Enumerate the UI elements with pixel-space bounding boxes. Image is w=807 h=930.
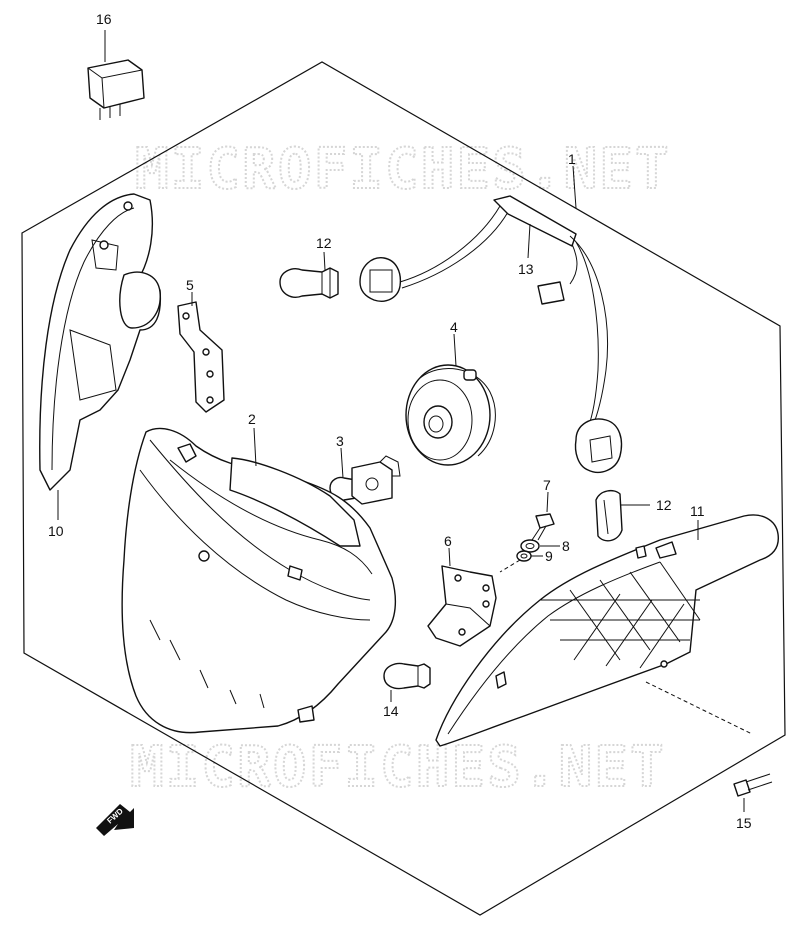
watermark-bottom: MICROFICHES.NET	[130, 735, 666, 800]
bulb-12-right-icon	[595, 489, 623, 542]
rear-housing-10-icon	[39, 193, 162, 491]
washer-9-icon	[516, 550, 532, 562]
callout-15: 15	[736, 815, 752, 831]
callout-8: 8	[562, 538, 570, 554]
callout-1: 1	[568, 151, 576, 167]
relay-16-icon	[87, 59, 145, 120]
washer-8-icon	[520, 539, 540, 553]
headlight-housing-2-icon	[121, 427, 397, 734]
fwd-arrow-icon: FWD	[96, 804, 134, 836]
callout-9: 9	[545, 548, 553, 564]
screw-7-icon	[531, 513, 555, 541]
leader-lines	[57, 30, 753, 812]
bulb-3-icon	[329, 455, 401, 505]
assembly-frame	[21, 61, 786, 916]
callout-12-top: 12	[316, 235, 332, 251]
callout-12-right: 12	[656, 497, 672, 513]
screw-15-icon	[733, 773, 773, 797]
callout-13: 13	[518, 261, 534, 277]
callout-5: 5	[186, 277, 194, 293]
harness-1-icon	[359, 195, 623, 474]
callout-14: 14	[383, 703, 399, 719]
lens-11-icon	[435, 514, 779, 747]
callout-10: 10	[48, 523, 64, 539]
callouts: 16 1 2 3 4 5 6 7 8 9 10 11 12 12 13 14 1…	[48, 11, 752, 831]
callout-3: 3	[336, 433, 344, 449]
bracket-6-icon	[427, 565, 497, 647]
bulb-14-icon	[383, 662, 431, 690]
callout-2: 2	[248, 411, 256, 427]
bracket-5-icon	[177, 301, 225, 413]
bulb-cover-4-icon	[405, 364, 496, 466]
bulb-12-top-icon	[279, 267, 339, 299]
callout-16: 16	[96, 11, 112, 27]
callout-4: 4	[450, 319, 458, 335]
callout-6: 6	[444, 533, 452, 549]
callout-11: 11	[690, 503, 705, 519]
watermark-top: MICROFICHES.NET	[135, 137, 671, 202]
callout-7: 7	[543, 477, 551, 493]
